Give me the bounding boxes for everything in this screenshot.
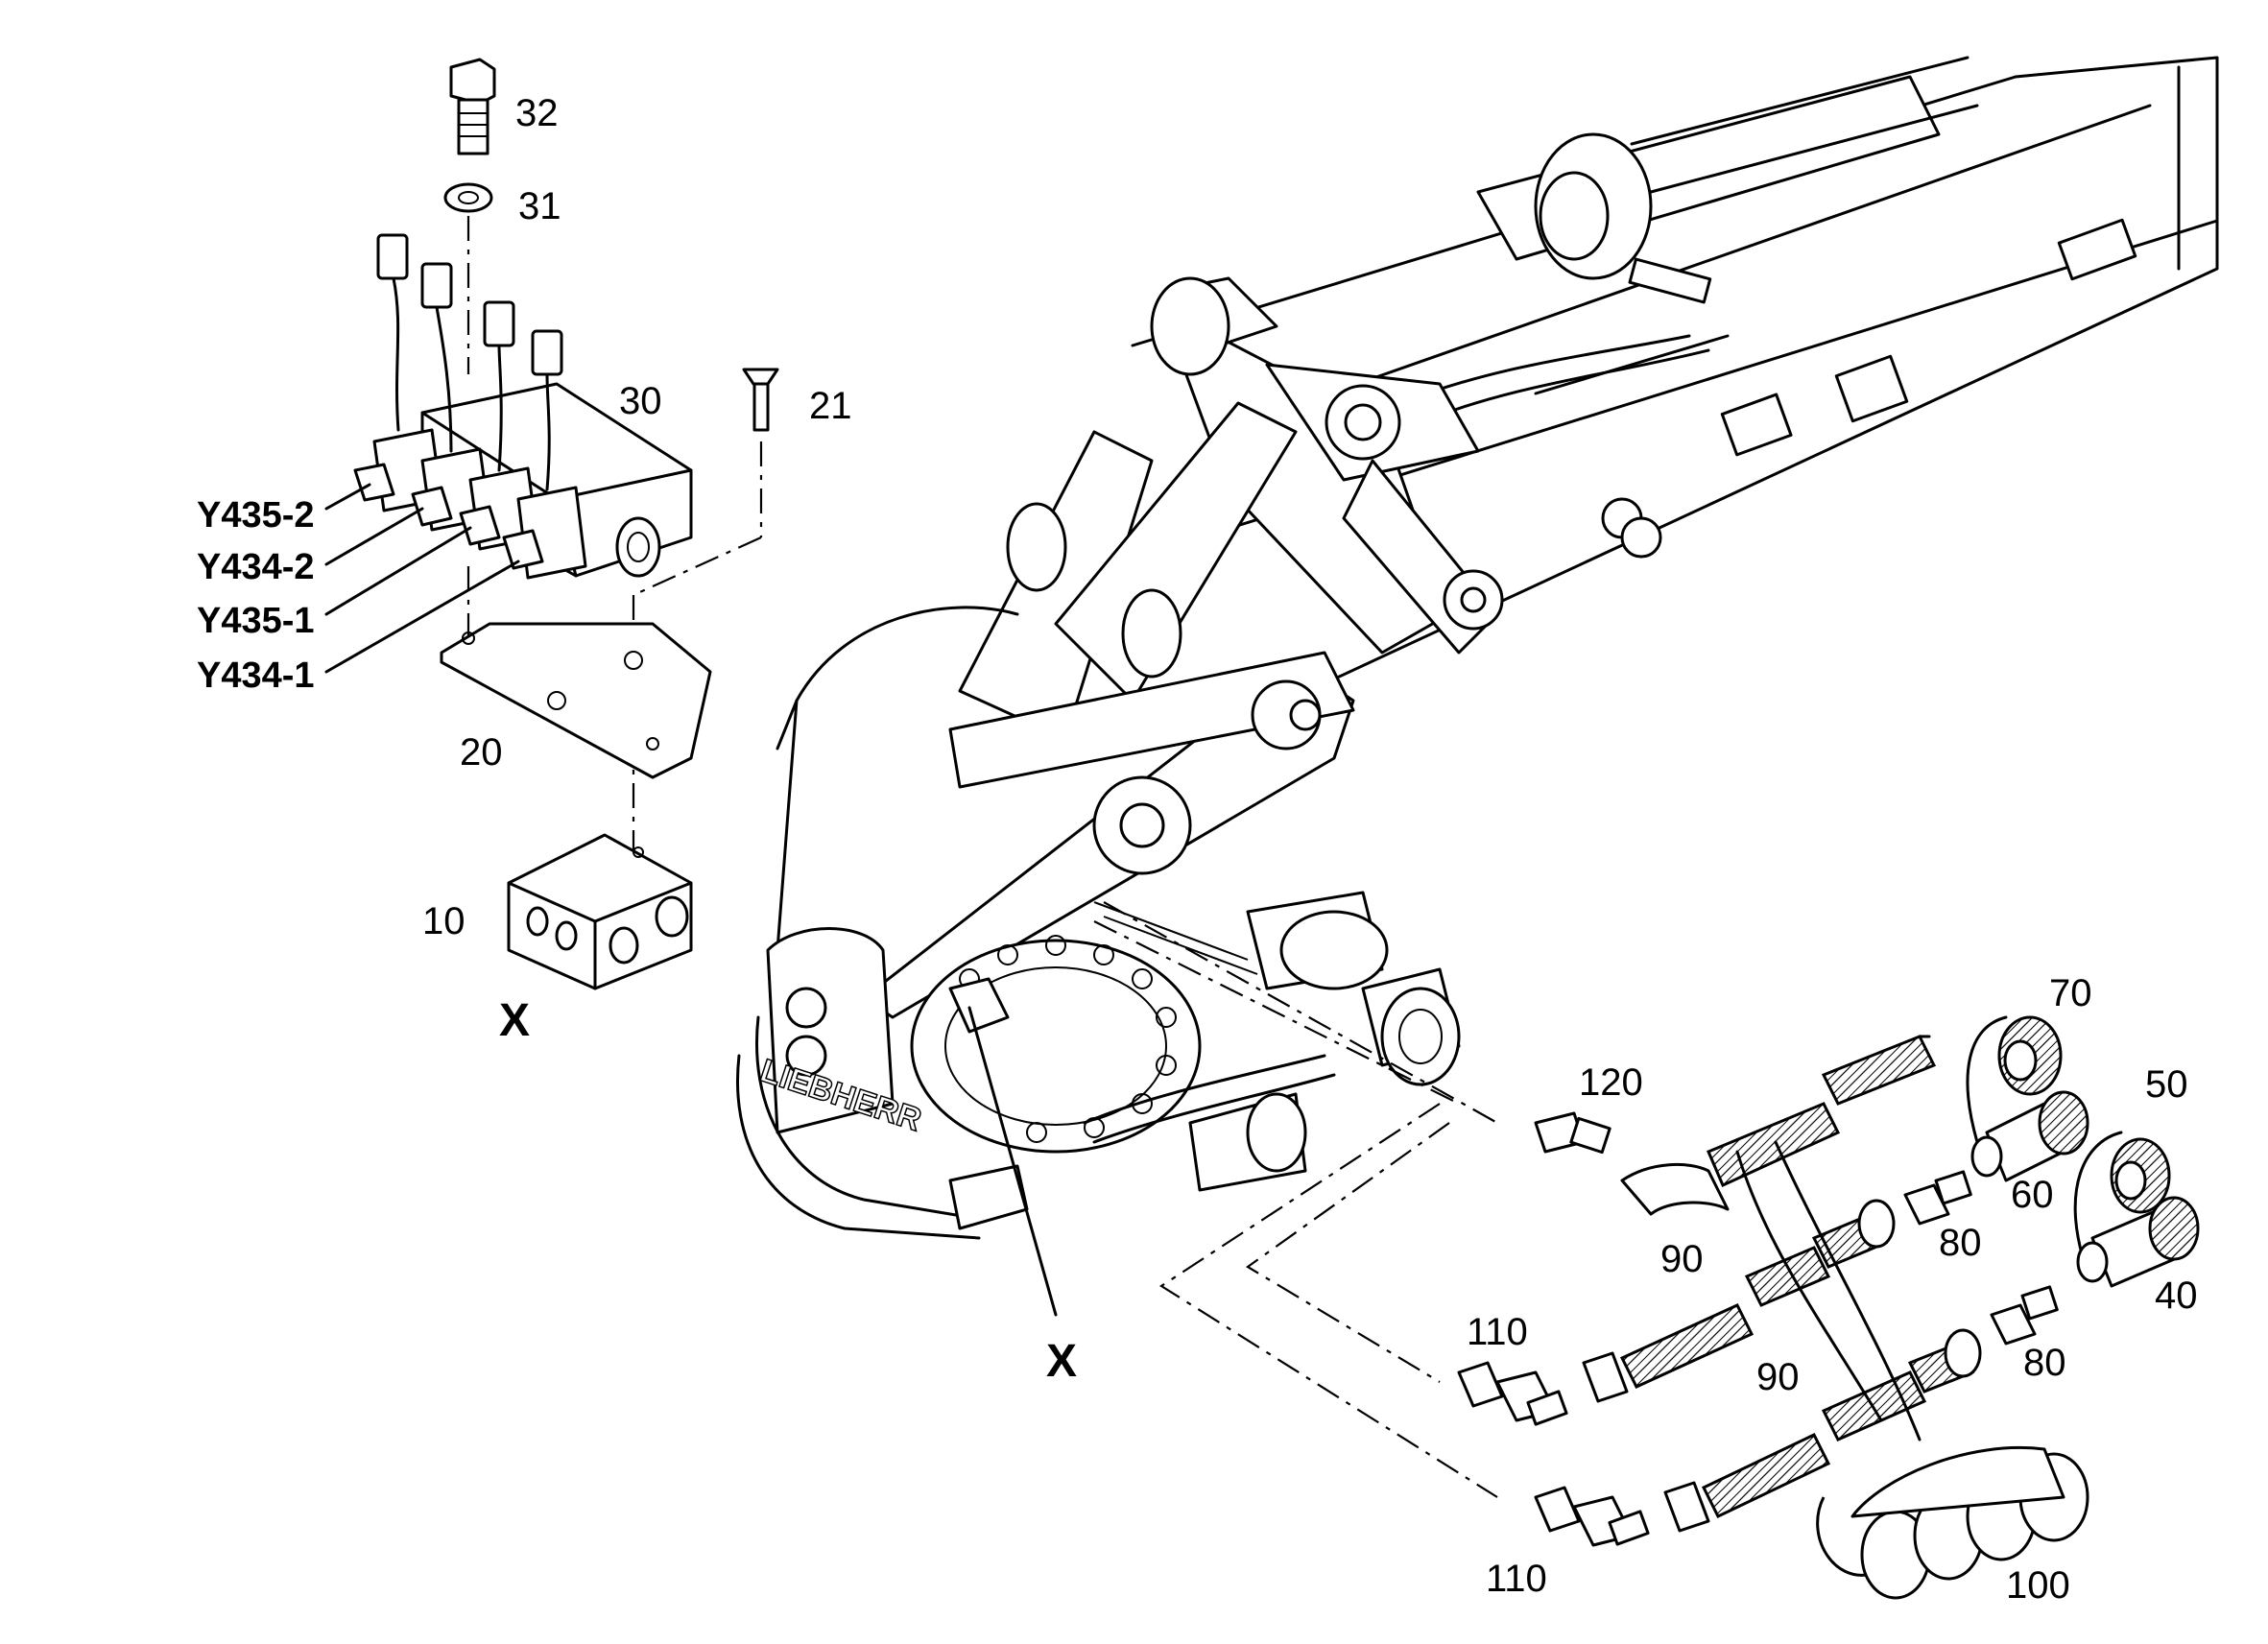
callout-20: 20 [460,731,503,774]
callout-y434-2: Y434-2 [197,547,315,587]
callout-y435-2: Y435-2 [197,495,315,536]
valve-detail [324,58,779,990]
callout-y435-1: Y435-1 [197,601,315,641]
callout-50: 50 [2145,1063,2188,1106]
x-leader-line [967,1006,1058,1317]
view-x-label: X [1046,1336,1078,1387]
callout-100: 100 [2006,1564,2070,1607]
coupling-60-70 [1966,1015,2089,1182]
solenoid-y434-1 [502,329,587,580]
hose-90-top [1620,1035,1937,1216]
fitting-110-a [1457,1361,1568,1426]
coupling-40-50 [2073,1131,2200,1288]
detail-x-label: X [499,995,531,1046]
boom-assembly [862,56,2219,1019]
hose-90-bottom [1663,1328,1982,1533]
callout-10: 10 [422,900,466,942]
callout-80-a: 80 [1939,1222,1982,1264]
fittings-group [1457,1015,2200,1600]
callout-90-a: 90 [1660,1238,1704,1280]
callout-y434-1: Y434-1 [197,655,315,696]
callout-70: 70 [2049,972,2092,1014]
callout-110-a: 110 [1467,1311,1528,1353]
callout-30: 30 [619,380,662,422]
callout-110-b: 110 [1486,1558,1547,1600]
callout-120: 120 [1579,1061,1643,1104]
callout-31: 31 [518,185,561,227]
callout-32: 32 [515,92,559,134]
callout-80-b: 80 [2023,1342,2066,1384]
fitting-80-a [1903,1170,1972,1226]
callout-40: 40 [2155,1275,2198,1317]
callout-60: 60 [2011,1174,2054,1216]
routing-lines [1093,901,1498,1498]
fitting-80-b [1990,1285,2059,1346]
fitting-110-b [1534,1486,1650,1547]
callout-21: 21 [809,385,852,427]
spiral-guard-100 [1816,1445,2089,1600]
fitting-120 [1534,1111,1611,1155]
callout-90-b: 90 [1756,1356,1800,1398]
hose-90-mid [1582,1199,1896,1403]
